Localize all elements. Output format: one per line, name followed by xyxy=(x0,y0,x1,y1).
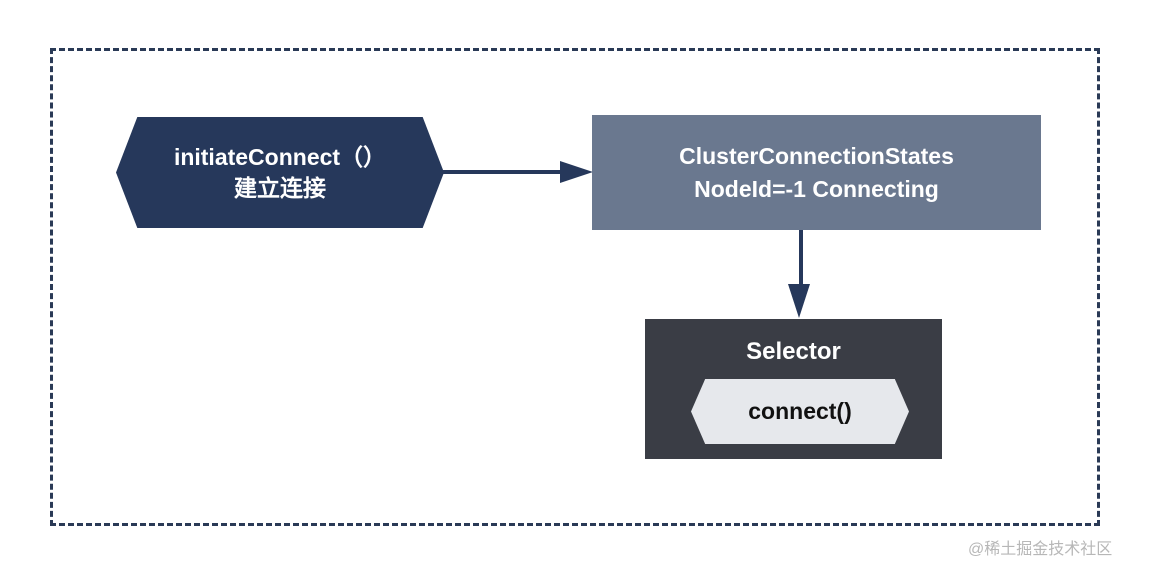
cluster-connection-states-label: ClusterConnectionStates xyxy=(679,142,954,169)
connect-method-node: connect() xyxy=(691,379,909,444)
dashed-group-frame xyxy=(50,48,1100,526)
selector-title: Selector xyxy=(746,338,841,365)
watermark: @稀土掘金技术社区 xyxy=(968,541,1113,558)
initiate-connect-node: initiateConnect（） 建立连接 xyxy=(116,117,444,228)
cluster-connection-states-node: ClusterConnectionStates NodeId=-1 Connec… xyxy=(592,115,1041,230)
node-id-connecting-label: NodeId=-1 Connecting xyxy=(694,175,939,202)
establish-connection-label: 建立连接 xyxy=(234,174,326,201)
initiate-connect-label: initiateConnect（） xyxy=(173,143,387,170)
connect-method-label: connect() xyxy=(748,398,852,424)
selector-node: Selector connect() xyxy=(645,319,942,459)
